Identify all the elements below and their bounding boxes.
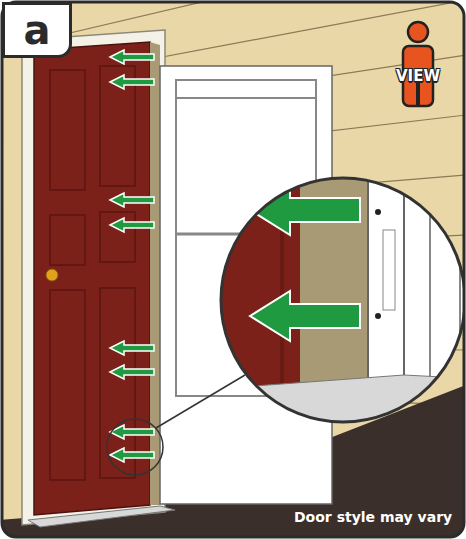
note-text: Door style may vary <box>294 509 452 525</box>
view-label: VIEW <box>396 67 440 85</box>
step-letter: a <box>24 10 51 50</box>
step-box: a <box>2 2 72 58</box>
